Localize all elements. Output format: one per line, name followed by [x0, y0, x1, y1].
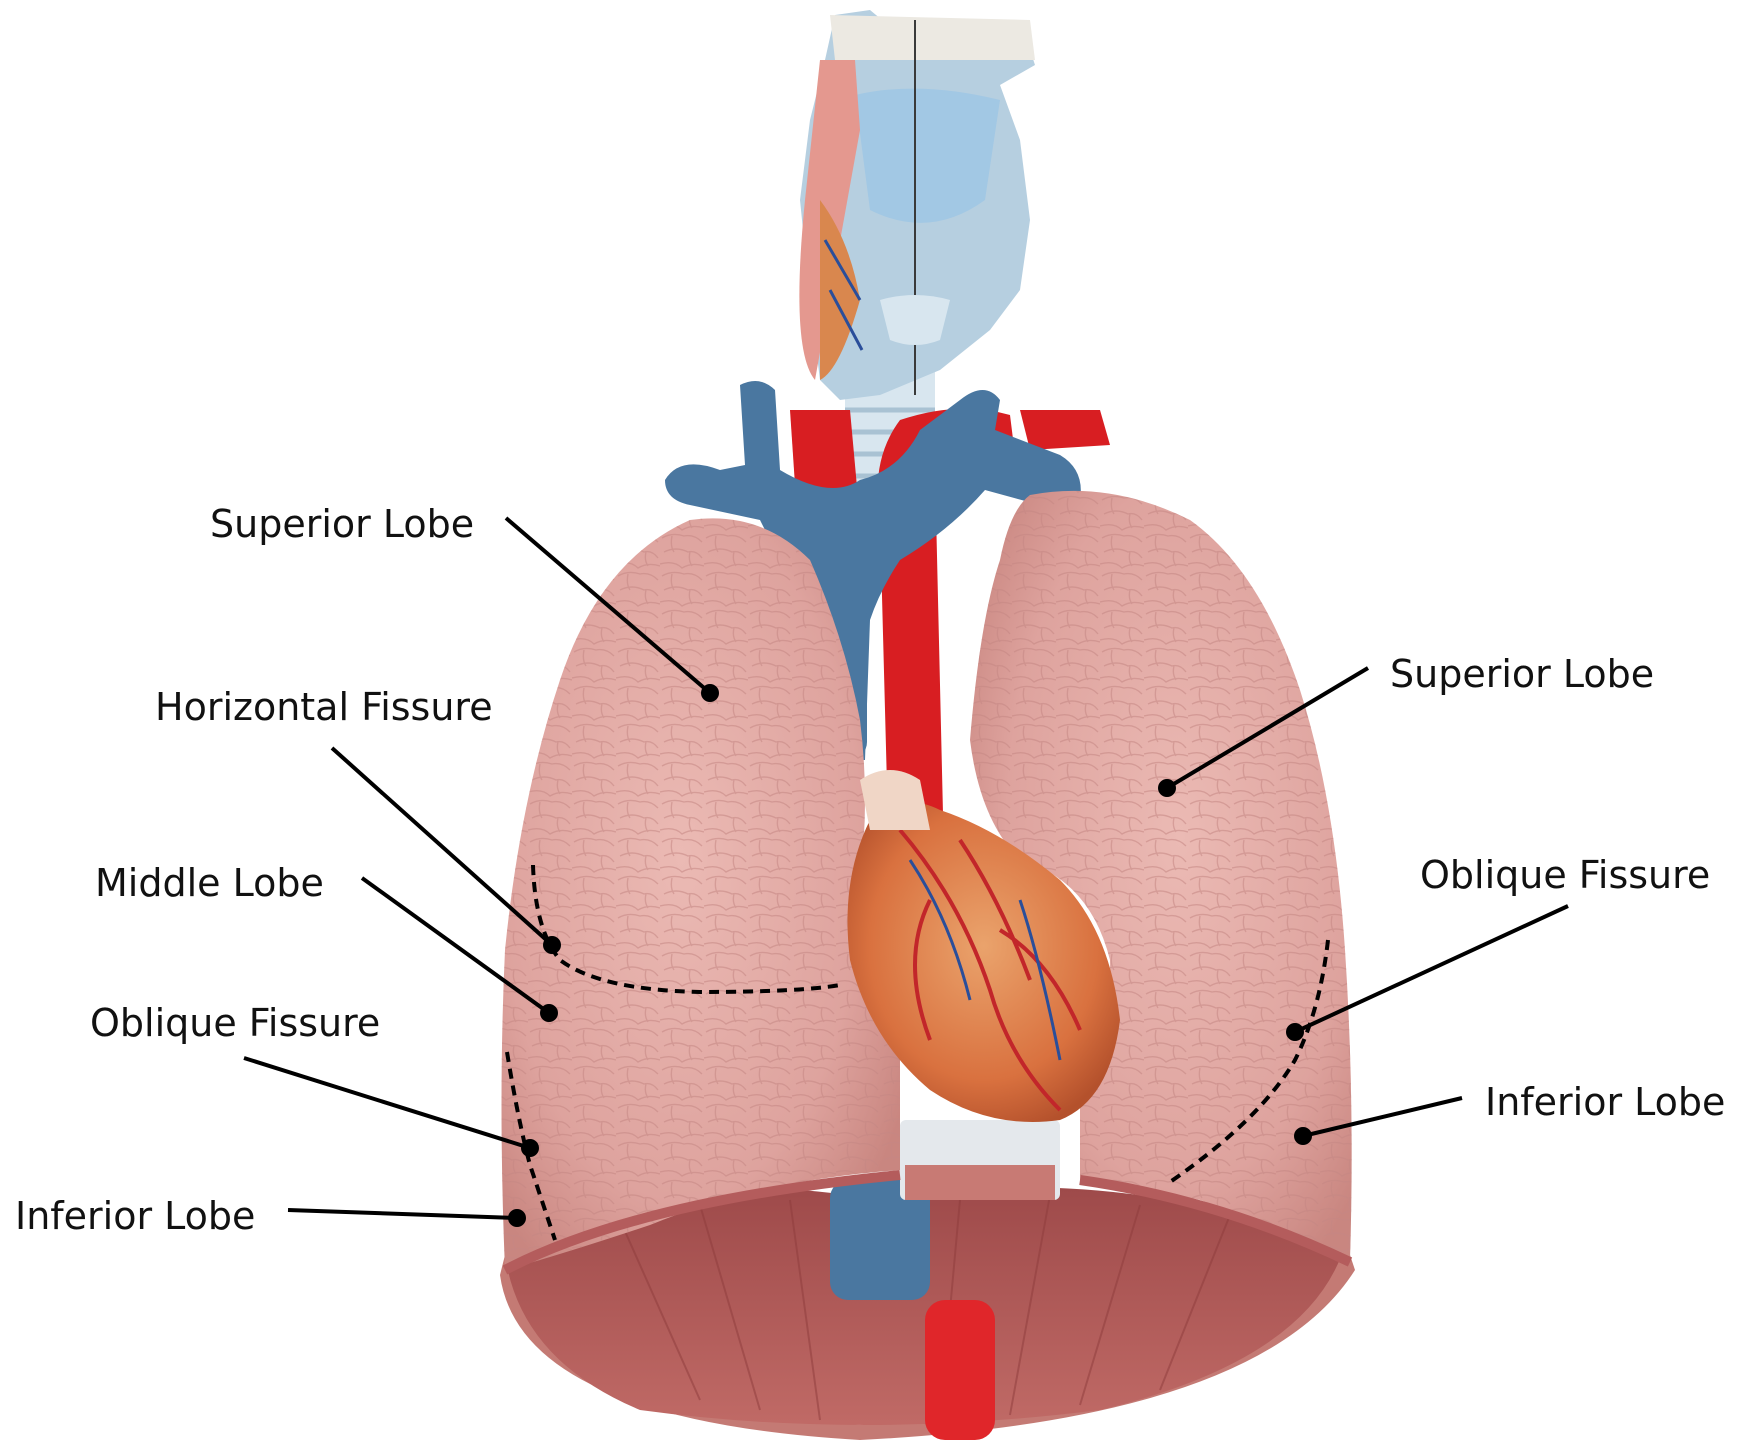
- right-horizontal-fissure-label: Horizontal Fissure: [155, 688, 493, 726]
- left-inferior-lobe-label: Inferior Lobe: [1485, 1083, 1725, 1121]
- left-oblique-fissure-label: Oblique Fissure: [1420, 856, 1710, 894]
- right-inferior-lobe-label: Inferior Lobe: [15, 1197, 255, 1235]
- right-middle-lobe-label: Middle Lobe: [95, 864, 324, 902]
- left-superior-lobe-label: Superior Lobe: [1390, 655, 1654, 693]
- right-superior-lobe-label: Superior Lobe: [210, 505, 474, 543]
- larynx: [799, 10, 1035, 400]
- right-oblique-fissure-label: Oblique Fissure: [90, 1004, 380, 1042]
